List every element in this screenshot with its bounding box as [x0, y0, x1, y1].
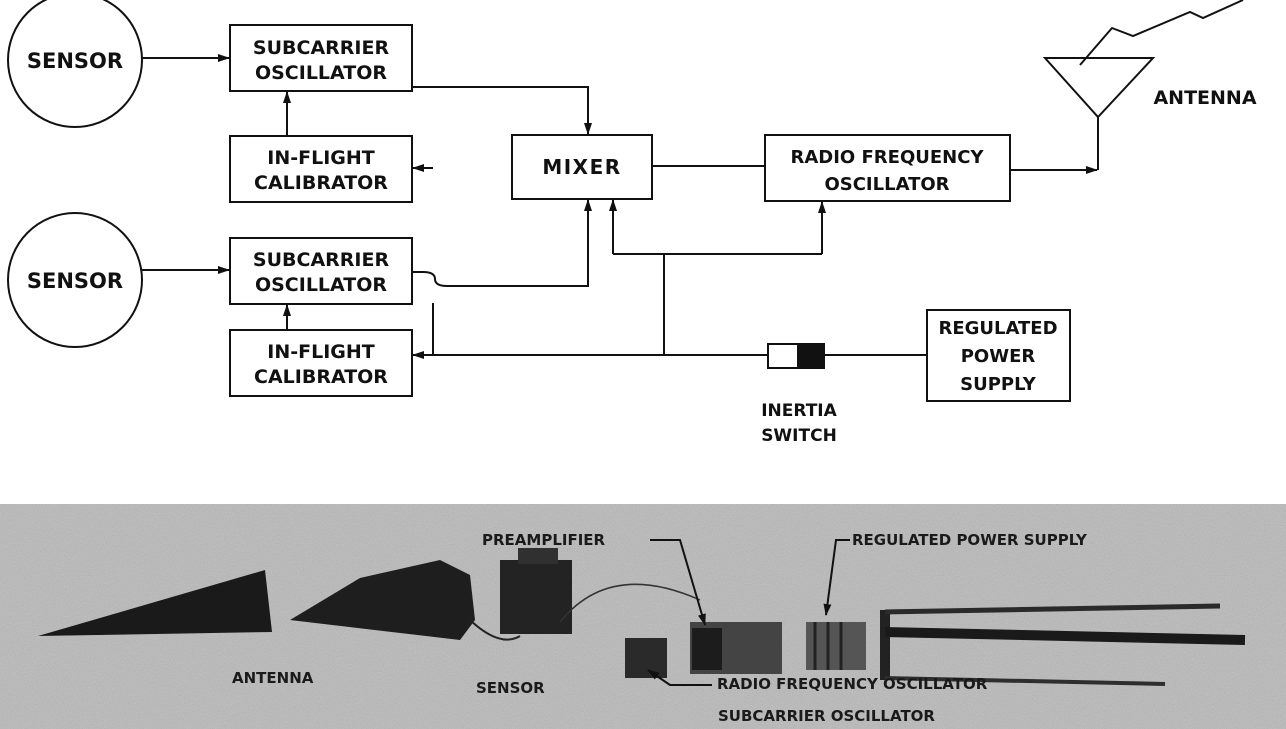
sensor-label-2: SENSOR	[27, 269, 123, 293]
sco-2-line-1: SUBCARRIER	[253, 249, 390, 271]
photo-label-subcarrier: SUBCARRIER OSCILLATOR	[718, 707, 935, 725]
mixer-label: MIXER	[542, 155, 621, 179]
antenna-symbol: ANTENNA	[1045, 0, 1257, 137]
sensor-node-1: SENSOR	[8, 0, 142, 127]
power-line-2: POWER	[961, 346, 1036, 367]
cal-1-line-2: CALIBRATOR	[254, 172, 388, 194]
photo-label-power-supply: REGULATED POWER SUPPLY	[852, 531, 1088, 549]
inflight-calibrator-block-1: IN-FLIGHT CALIBRATOR	[230, 136, 412, 202]
photo-rf-oscillator	[625, 638, 667, 678]
power-line-1: REGULATED	[938, 318, 1057, 339]
sensor-node-2: SENSOR	[8, 213, 142, 347]
photo-preamplifier-module	[500, 560, 572, 634]
sco-2-line-2: OSCILLATOR	[255, 274, 387, 296]
arrow-sco1-mixer	[412, 87, 588, 134]
inflight-calibrator-block-2: IN-FLIGHT CALIBRATOR	[230, 330, 412, 396]
photo-label-sensor: SENSOR	[476, 679, 545, 697]
antenna-wave	[1080, 0, 1243, 65]
power-line-3: SUPPLY	[960, 374, 1037, 395]
inertia-switch: INERTIA SWITCH	[761, 344, 837, 446]
antenna-label: ANTENNA	[1153, 87, 1256, 109]
photo-label-rf-oscillator: RADIO FREQUENCY OSCILLATOR	[717, 675, 988, 693]
switch-line-1: INERTIA	[761, 401, 837, 421]
photo-end-cap	[880, 610, 890, 680]
rfo-line-2: OSCILLATOR	[824, 174, 949, 195]
switch-line-2: SWITCH	[761, 426, 837, 446]
switch-contact	[798, 344, 824, 368]
subcarrier-oscillator-block-1: SUBCARRIER OSCILLATOR	[230, 25, 412, 91]
cal-2-line-2: CALIBRATOR	[254, 366, 388, 388]
hardware-photograph: PREAMPLIFIER REGULATED POWER SUPPLY ANTE…	[0, 504, 1286, 729]
sco-1-line-1: SUBCARRIER	[253, 37, 390, 59]
radio-frequency-oscillator-block: RADIO FREQUENCY OSCILLATOR	[765, 135, 1010, 201]
cal-1-line-1: IN-FLIGHT	[267, 147, 375, 169]
subcarrier-oscillator-block-2: SUBCARRIER OSCILLATOR	[230, 238, 412, 304]
photo-label-preamplifier: PREAMPLIFIER	[482, 531, 606, 549]
rfo-line-1: RADIO FREQUENCY	[791, 147, 985, 168]
block-diagram: SENSOR SENSOR SUBCARRIER OSCILLATOR IN-F…	[8, 0, 1257, 446]
mixer-block: MIXER	[512, 135, 652, 199]
sensor-label-1: SENSOR	[27, 49, 123, 73]
sco-1-line-2: OSCILLATOR	[255, 62, 387, 84]
regulated-power-supply-block: REGULATED POWER SUPPLY	[927, 310, 1070, 401]
photo-label-antenna: ANTENNA	[232, 669, 314, 687]
arrow-sco2-mixer	[412, 200, 588, 286]
cal-2-line-1: IN-FLIGHT	[267, 341, 375, 363]
